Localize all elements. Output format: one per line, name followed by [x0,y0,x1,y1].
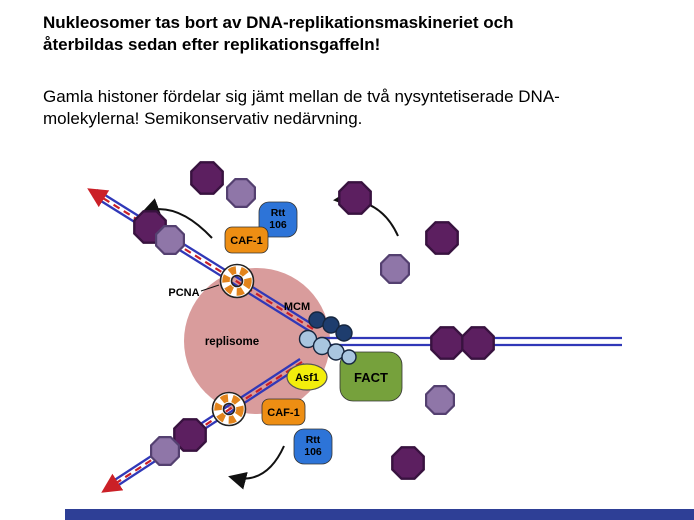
rtt106-box-lower: Rtt 106 [293,428,333,465]
rtt106-label-line2: 106 [304,446,322,458]
lower-direction-arrow [101,361,303,493]
pcna-ring-outer-outline [211,391,247,427]
pcna-ring-segments [214,394,244,424]
slide-body: Gamla histoner fördelar sig jämt mellan … [43,86,668,130]
fact-rect [339,351,403,402]
histone-transfer-arrow-bottom [228,445,285,490]
body-line-1: Gamla histoner fördelar sig jämt mellan … [43,87,560,106]
caf1-label: CAF-1 [230,235,262,247]
pcna-ring-inner-outline [222,402,236,416]
upper-direction-arrow [87,188,314,330]
old-histone-octagon [190,161,224,195]
rtt106-box-upper: Rtt 106 [258,201,298,238]
mcm-label: MCM [284,301,310,313]
rtt106-rect [293,428,333,465]
rtt106-rect [258,201,298,238]
old-histone-octagon-on-dna [461,326,495,360]
pcna-ring-inner-outline [230,274,244,288]
caf1-rect [261,398,306,426]
lower-daughter-strand-1 [109,358,301,484]
asf1-shape [286,363,328,391]
mcm-subunit-dark [335,324,353,342]
fact-label: FACT [354,370,388,385]
upper-daughter-strand-1 [96,189,316,327]
replisome-label: replisome [205,336,259,348]
caf1-rect [224,226,269,254]
slide-text: Nukleosomer tas bort av DNA-replikations… [43,12,668,130]
title-line-2: återbildas sedan efter replikationsgaffe… [43,35,381,54]
rtt106-label-line2: 106 [269,219,287,231]
asf1-label: Asf1 [295,372,319,384]
rtt106-label-line1: Rtt [306,434,321,446]
pcna-pointer-line [200,284,220,292]
lower-daughter-strand-2 [113,363,305,489]
slide-title: Nukleosomer tas bort av DNA-replikations… [43,12,668,56]
asf1-ellipse: Asf1 [286,363,328,391]
pcna-ring-segments [222,266,252,296]
pcna-clamp-upper [219,263,255,299]
body-line-2: molekylerna! Semikonservativ nedärvning. [43,109,363,128]
new-histone-octagon [380,254,410,284]
mcm-subunit-dark [322,316,340,334]
fact-box: FACT [339,351,403,402]
footer-bar [65,509,694,520]
histone-transfer-arrow-topleft [141,198,213,239]
old-histone-octagon [391,446,425,480]
mcm-subunit-light [341,349,357,365]
title-line-1: Nukleosomer tas bort av DNA-replikations… [43,13,514,32]
new-histone-octagon-on-dna [155,225,185,255]
mcm-complex [298,311,357,365]
old-histone-octagon-on-dna [430,326,464,360]
rtt106-label-line1: Rtt [271,207,286,219]
upper-daughter-strand-2 [92,195,312,333]
old-histone-octagon [338,181,372,215]
old-histone-octagon [425,221,459,255]
caf1-box-upper: CAF-1 [224,226,269,254]
pcna-label: PCNA [168,287,199,299]
caf1-label: CAF-1 [267,407,299,419]
new-histone-octagon [226,178,256,208]
new-histone-octagon-on-dna [150,436,180,466]
caf1-box-lower: CAF-1 [261,398,306,426]
pcna-clamp-lower [211,391,247,427]
pcna-ring-outer-outline [219,263,255,299]
new-histone-octagon [425,385,455,415]
